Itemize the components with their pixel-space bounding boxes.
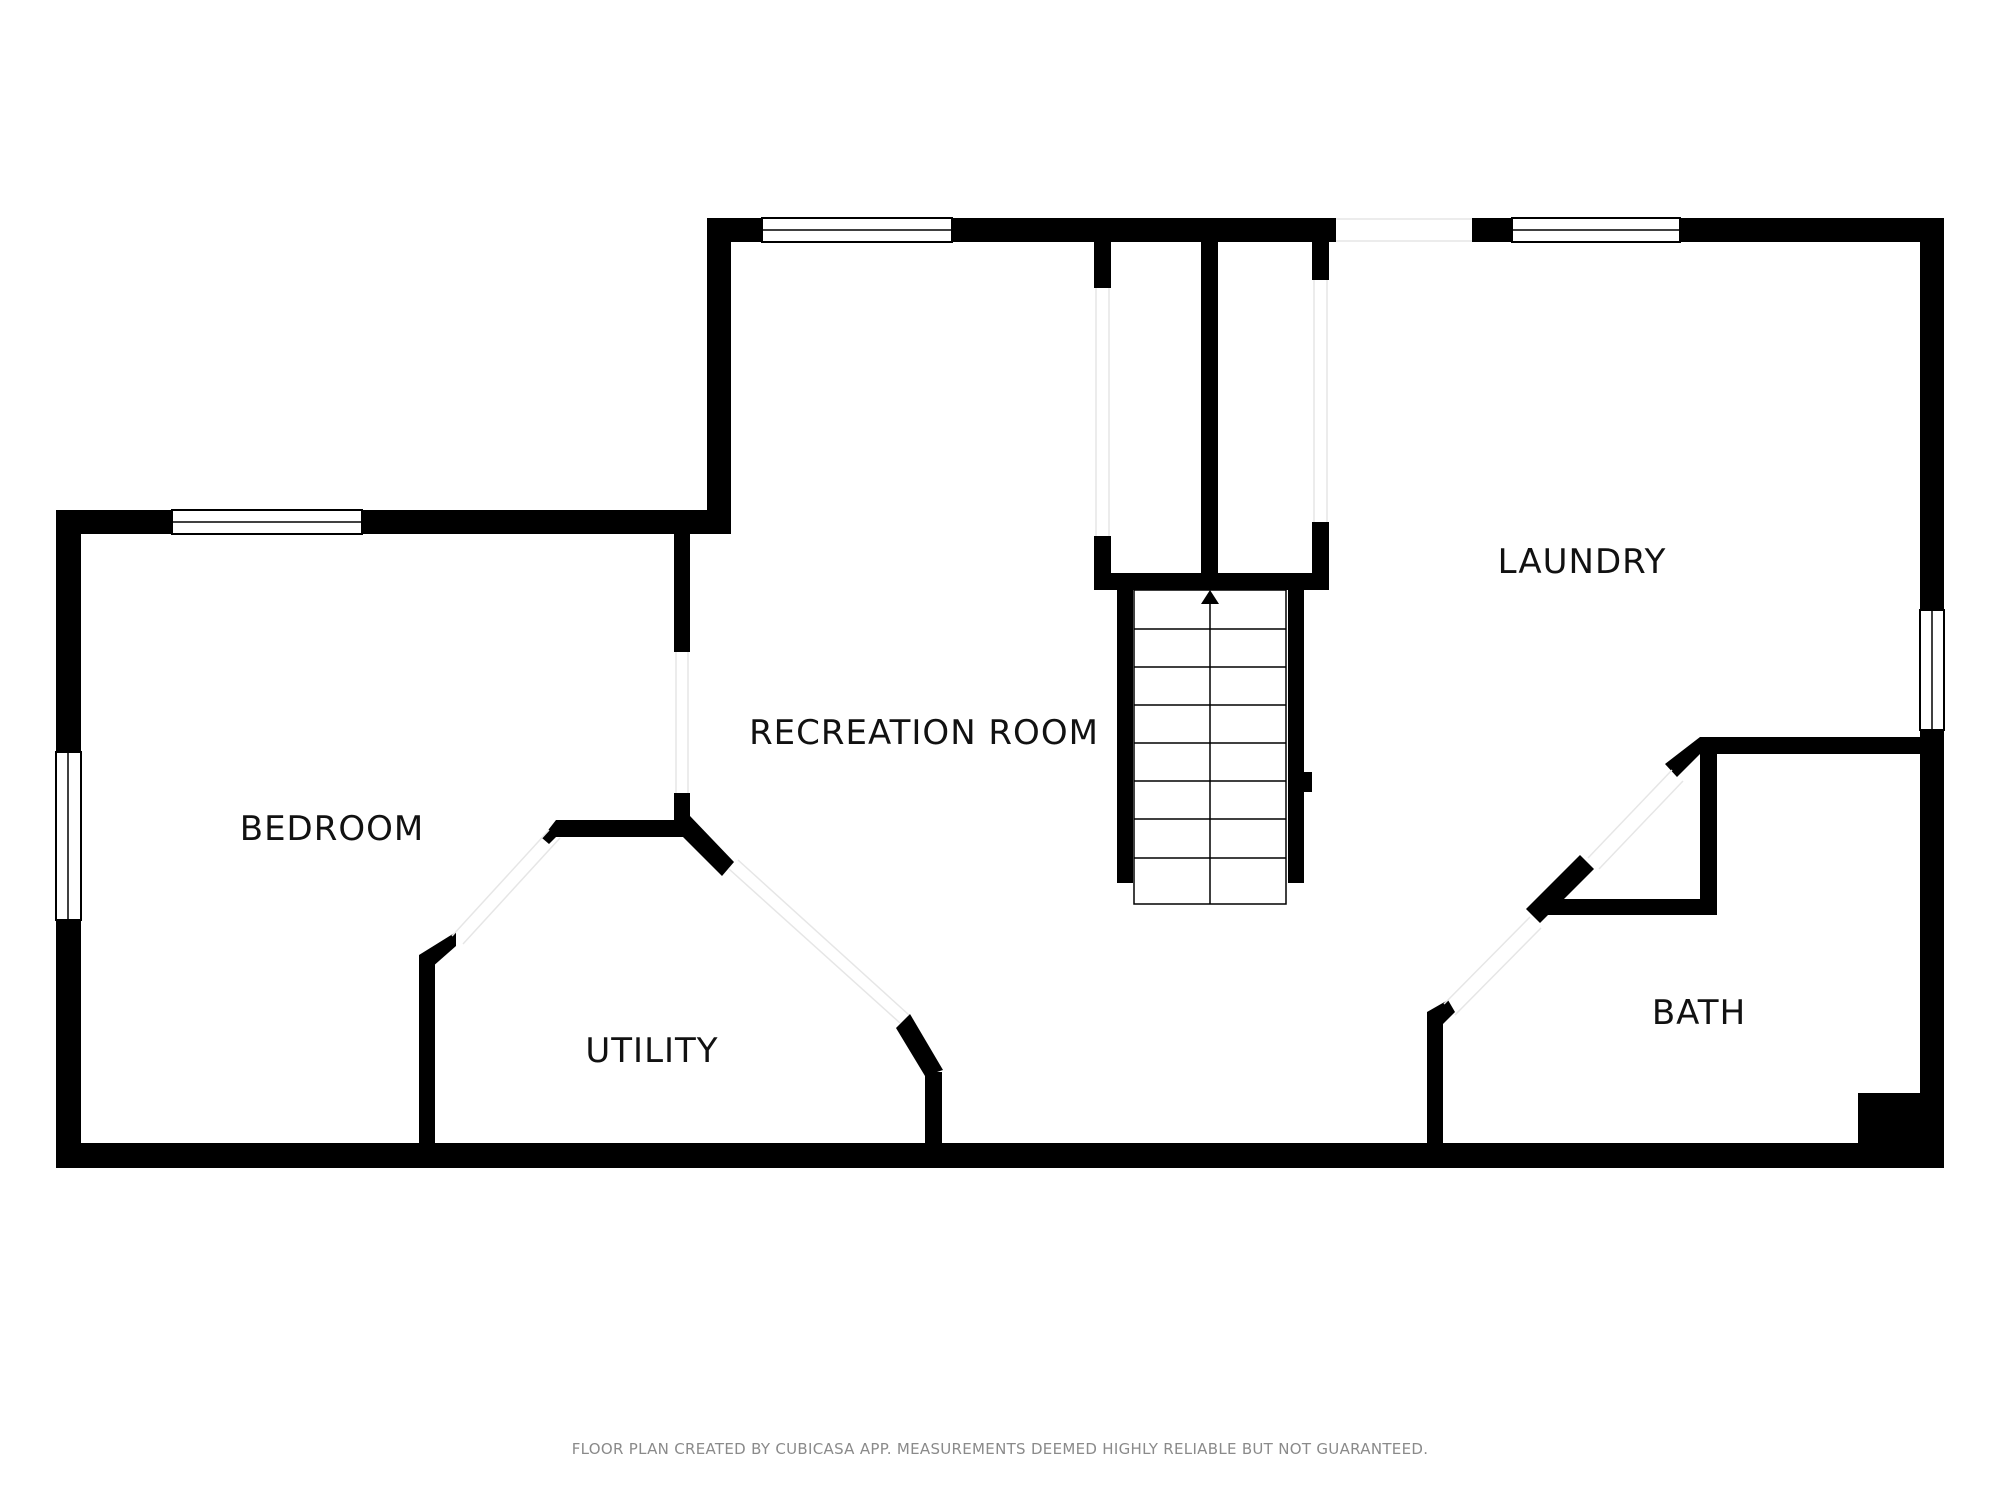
bath-corner-fixture xyxy=(1858,1093,1920,1143)
windows xyxy=(55,217,1945,921)
doorway-top xyxy=(1336,218,1472,242)
wall-step-vertical xyxy=(707,218,731,534)
room-label-recreation-room: RECREATION ROOM xyxy=(749,713,1099,753)
footer-disclaimer: FLOOR PLAN CREATED BY CUBICASA APP. MEAS… xyxy=(572,1440,1429,1458)
bath-walls xyxy=(1427,737,1944,1168)
exterior-walls xyxy=(56,218,1944,1168)
room-label-bedroom: BEDROOM xyxy=(240,809,424,849)
utility-walls xyxy=(419,816,943,1143)
closet-walls xyxy=(1094,242,1329,590)
room-label-utility: UTILITY xyxy=(585,1031,718,1071)
wall-bottom xyxy=(56,1143,1944,1168)
arrow-up-icon xyxy=(1201,590,1219,604)
wall-bedroom-top xyxy=(56,510,731,534)
staircase xyxy=(1117,589,1312,905)
room-label-laundry: LAUNDRY xyxy=(1498,542,1667,582)
room-label-bath: BATH xyxy=(1652,993,1746,1033)
